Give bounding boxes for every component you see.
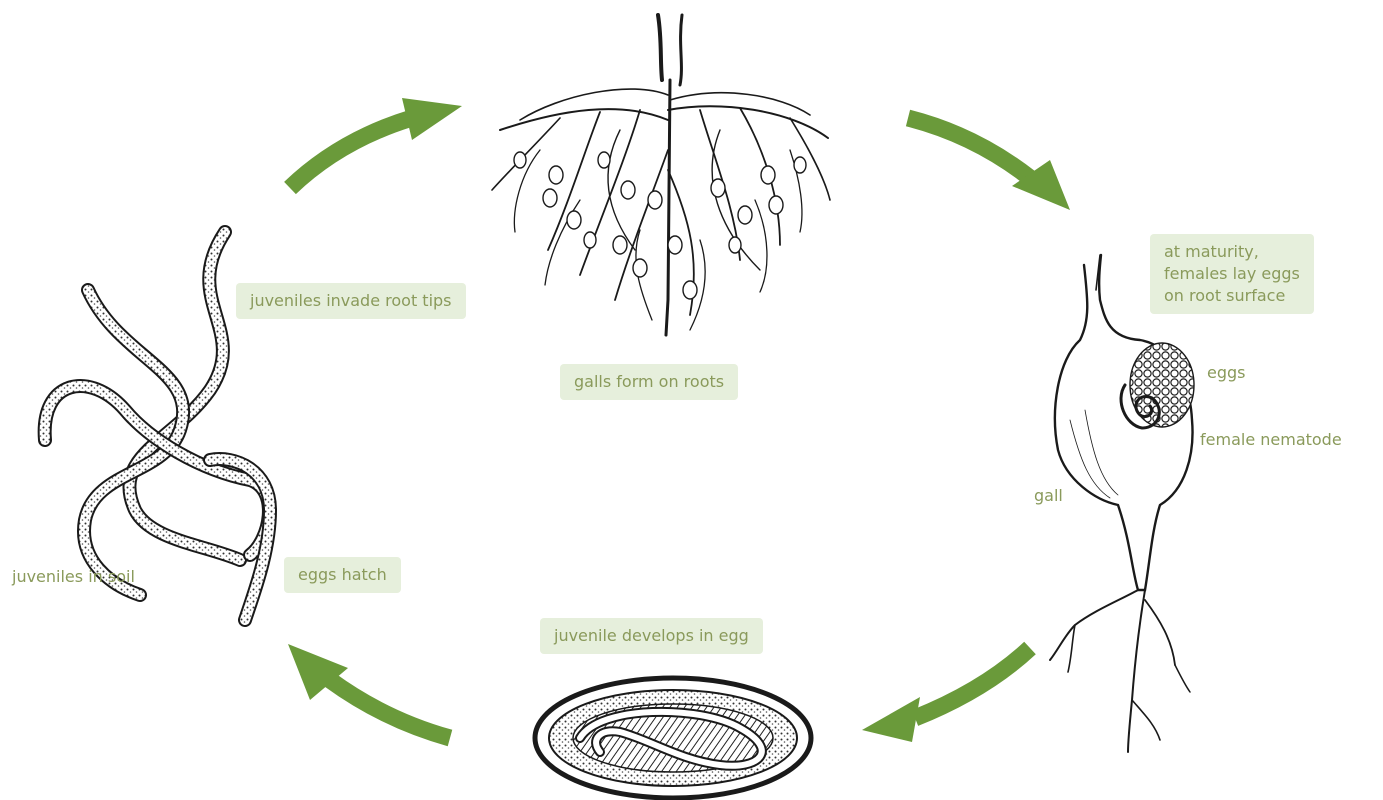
galls-form-label: galls form on roots xyxy=(560,364,738,400)
egg-with-juvenile xyxy=(535,678,811,798)
gall-label: gall xyxy=(1034,485,1063,507)
roots-to-gall-arrow xyxy=(908,118,1070,210)
maturity-line-1: at maturity, xyxy=(1164,241,1300,263)
gall-with-female-nematode xyxy=(1050,255,1194,752)
gall-to-egg-arrow xyxy=(862,648,1030,742)
galled-root-system xyxy=(492,15,830,335)
eggs-hatch-label: eggs hatch xyxy=(284,557,401,593)
maturity-line-2: females lay eggs xyxy=(1164,263,1300,285)
egg-to-soil-arrow xyxy=(288,644,450,738)
maturity-line-3: on root surface xyxy=(1164,285,1300,307)
juvenile-develops-label: juvenile develops in egg xyxy=(540,618,763,654)
female-nematode-label: female nematode xyxy=(1200,429,1342,451)
soil-to-roots-arrow xyxy=(290,98,462,188)
juveniles-in-soil-label: juveniles in soil xyxy=(12,566,135,588)
juveniles-invade-label: juveniles invade root tips xyxy=(236,283,466,319)
eggs-label: eggs xyxy=(1207,362,1246,384)
maturity-label: at maturity, females lay eggs on root su… xyxy=(1150,234,1314,314)
